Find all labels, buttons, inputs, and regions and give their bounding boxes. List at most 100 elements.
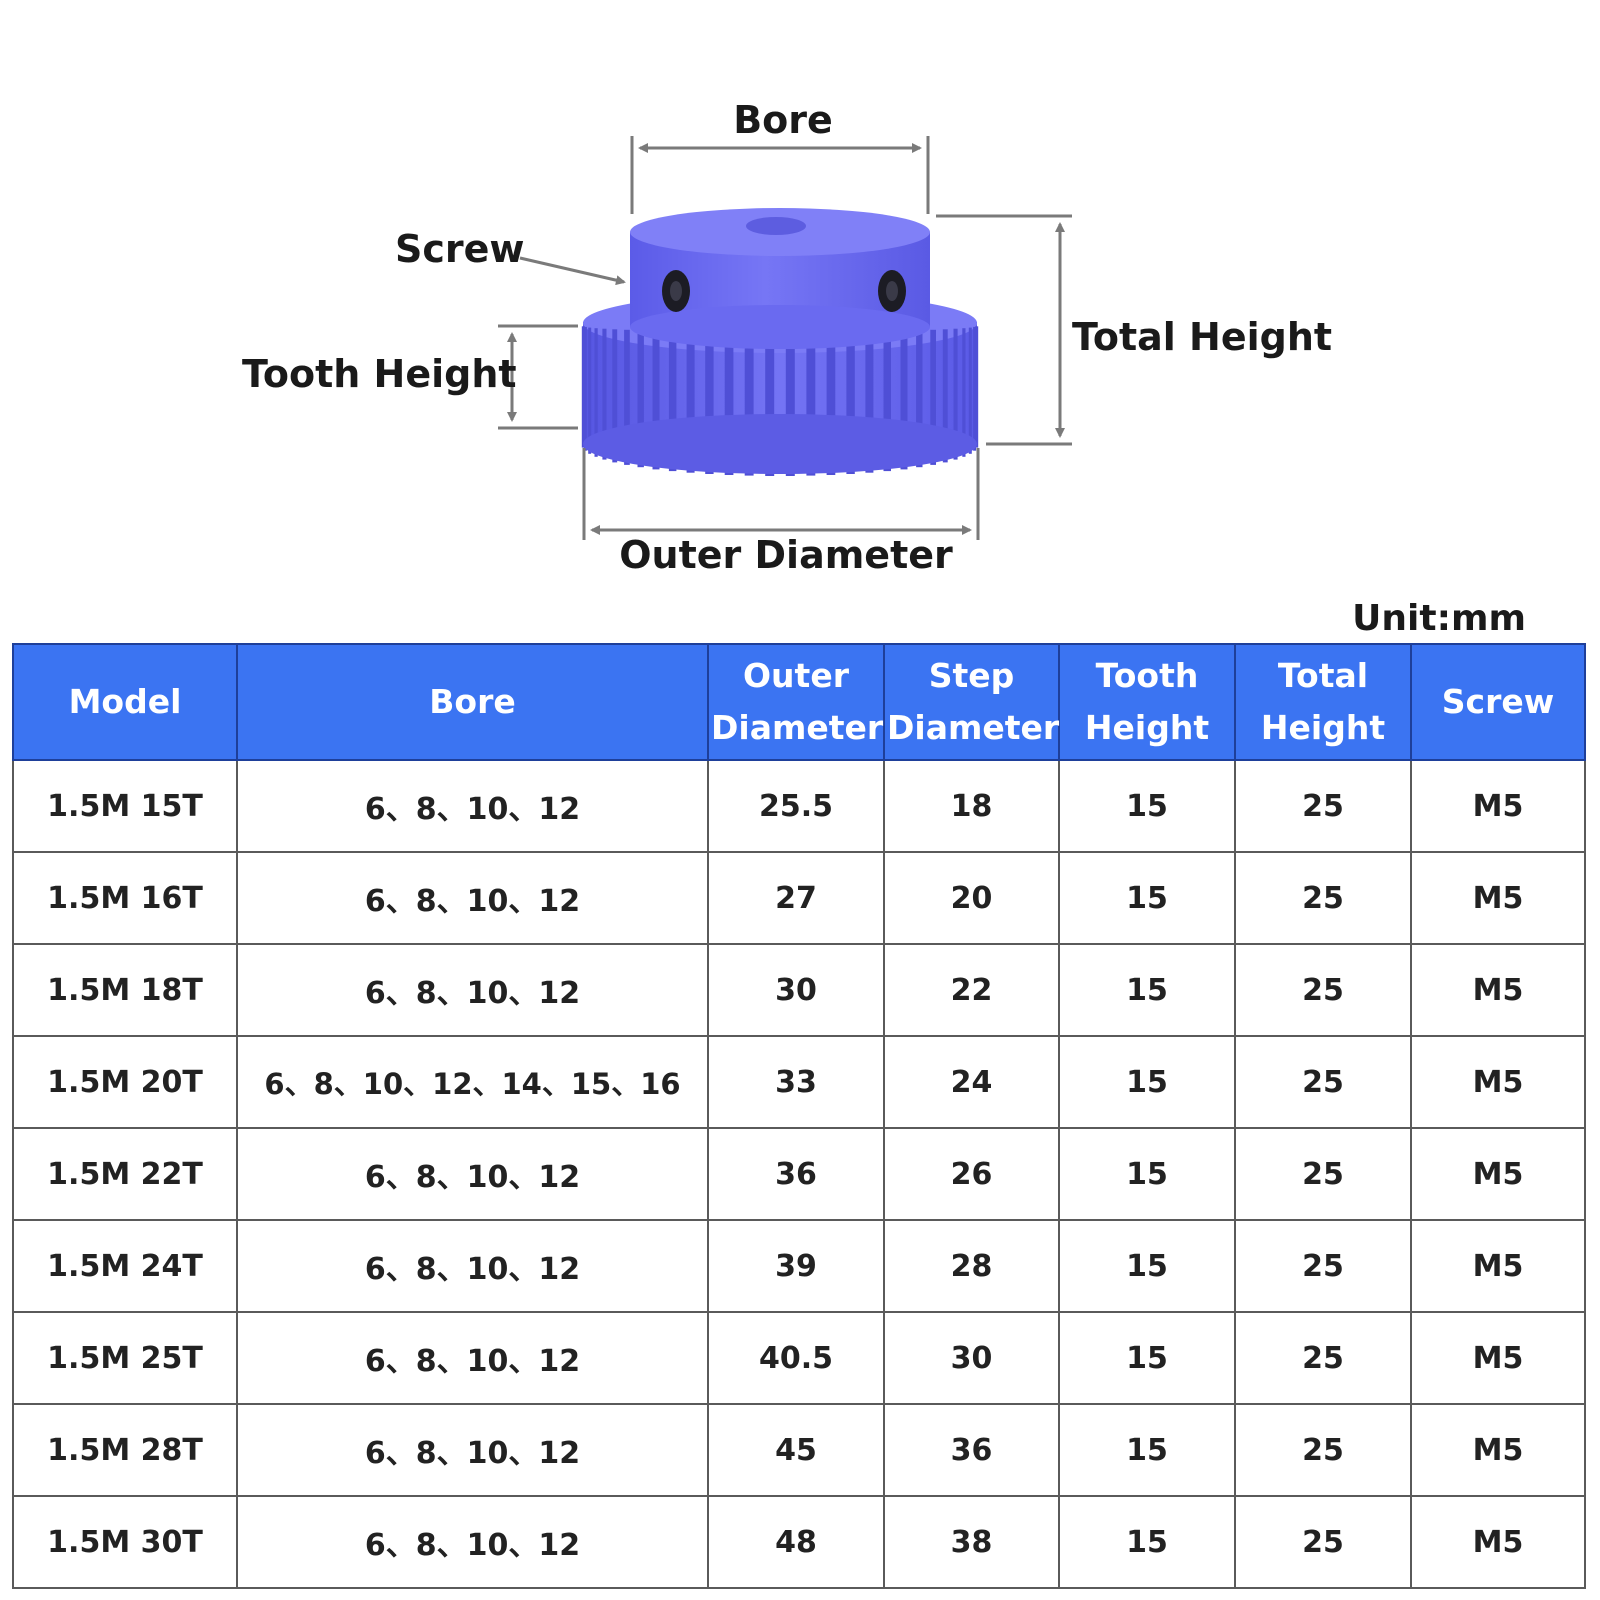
- gear-tooth-groove: [765, 332, 775, 476]
- gear-tooth-groove: [900, 330, 908, 470]
- table-cell: 15: [1058, 943, 1236, 1037]
- table-cell: 1.5M 20T: [12, 1035, 238, 1129]
- gear-tooth-groove: [686, 331, 695, 473]
- table-cell: 15: [1058, 1219, 1236, 1313]
- table-cell: 39: [707, 1219, 885, 1313]
- table-cell: 1.5M 28T: [12, 1403, 238, 1497]
- table-cell: 15: [1058, 759, 1236, 853]
- table-cell: 6、8、10、12: [236, 943, 709, 1037]
- table-cell: 27: [707, 851, 885, 945]
- screw-hole-left-socket: [670, 281, 682, 301]
- table-cell: 28: [883, 1219, 1060, 1313]
- table-cell: 15: [1058, 1311, 1236, 1405]
- table-cell: 22: [883, 943, 1060, 1037]
- outer-diameter-label: Outer Diameter: [619, 533, 953, 577]
- gear-tooth-groove: [846, 331, 855, 474]
- unit-label: Unit:mm: [1352, 598, 1526, 639]
- gear-tooth-groove: [930, 329, 936, 465]
- table-cell: 36: [883, 1403, 1060, 1497]
- column-header-line: Tooth: [1095, 656, 1199, 695]
- column-header-line: Screw: [1441, 682, 1555, 721]
- gear-tooth-groove: [953, 328, 958, 460]
- table-cell: 15: [1058, 1035, 1236, 1129]
- table-cell: 6、8、10、12: [236, 759, 709, 853]
- table-cell: 40.5: [707, 1311, 885, 1405]
- gear-tooth-groove: [668, 331, 677, 472]
- gear-tooth-groove: [973, 326, 977, 451]
- column-header-line: Model: [68, 682, 182, 721]
- tooth-height-dimension: [498, 324, 578, 430]
- gear-tooth-groove: [602, 328, 607, 460]
- column-header: Model: [12, 643, 238, 761]
- table-cell: 25: [1234, 1219, 1412, 1313]
- table-cell: 25: [1234, 759, 1412, 853]
- tooth-height-label: Tooth Height: [242, 352, 517, 396]
- column-header-line: Step: [928, 656, 1015, 695]
- column-header: Bore: [236, 643, 709, 761]
- table-cell: M5: [1410, 1035, 1586, 1129]
- bore-hole: [746, 217, 806, 235]
- table-cell: 25: [1234, 851, 1412, 945]
- column-header-line: Diameter: [711, 708, 884, 747]
- bore-dimension: [630, 136, 930, 214]
- table-cell: 30: [883, 1311, 1060, 1405]
- column-header-line: Bore: [429, 682, 516, 721]
- gear-teeth: [581, 326, 979, 476]
- total-height-label: Total Height: [1072, 315, 1332, 359]
- table-cell: 33: [707, 1035, 885, 1129]
- table-cell: M5: [1410, 1495, 1586, 1589]
- table-cell: 1.5M 16T: [12, 851, 238, 945]
- table-cell: 15: [1058, 1127, 1236, 1221]
- table-cell: 15: [1058, 851, 1236, 945]
- gear-dimension-diagram: Bore Screw Tooth Height Total Height Out…: [242, 98, 1332, 577]
- column-header-line: Height: [1084, 708, 1210, 747]
- gear-tooth-groove: [612, 329, 618, 463]
- table-cell: 38: [883, 1495, 1060, 1589]
- gear-tooth-groove: [785, 332, 795, 476]
- table-cell: M5: [1410, 943, 1586, 1037]
- gear-tooth-groove: [637, 330, 644, 468]
- table-cell: 15: [1058, 1495, 1236, 1589]
- table-cell: 25: [1234, 1311, 1412, 1405]
- table-cell: 24: [883, 1035, 1060, 1129]
- gear-tooth-groove: [962, 328, 966, 457]
- table-cell: 6、8、10、12: [236, 851, 709, 945]
- column-header: Screw: [1410, 643, 1586, 761]
- table-cell: 36: [707, 1127, 885, 1221]
- table-cell: M5: [1410, 851, 1586, 945]
- outer-diameter-dimension: [582, 448, 980, 540]
- gear-tooth-groove: [588, 327, 592, 454]
- table-cell: 6、8、10、12: [236, 1311, 709, 1405]
- gear-illustration: [581, 208, 979, 476]
- table-cell: 25: [1234, 1403, 1412, 1497]
- gear-tooth-groove: [865, 331, 874, 473]
- gear-tooth-groove: [942, 329, 948, 463]
- table-cell: 6、8、10、12: [236, 1219, 709, 1313]
- table-cell: M5: [1410, 1127, 1586, 1221]
- table-cell: 26: [883, 1127, 1060, 1221]
- gear-tooth-groove: [583, 326, 587, 451]
- column-header-line: Total: [1277, 656, 1369, 695]
- table-cell: 25: [1234, 943, 1412, 1037]
- gear-tooth-groove: [705, 331, 714, 474]
- gear-tooth-groove: [968, 327, 972, 454]
- table-cell: 20: [883, 851, 1060, 945]
- table-cell: 25: [1234, 1035, 1412, 1129]
- column-header-line: Height: [1260, 708, 1386, 747]
- column-header-line: Diameter: [887, 708, 1060, 747]
- gear-tooth-groove: [744, 331, 754, 476]
- screw-hole-right-socket: [886, 281, 898, 301]
- table-cell: 1.5M 22T: [12, 1127, 238, 1221]
- table-cell: 1.5M 30T: [12, 1495, 238, 1589]
